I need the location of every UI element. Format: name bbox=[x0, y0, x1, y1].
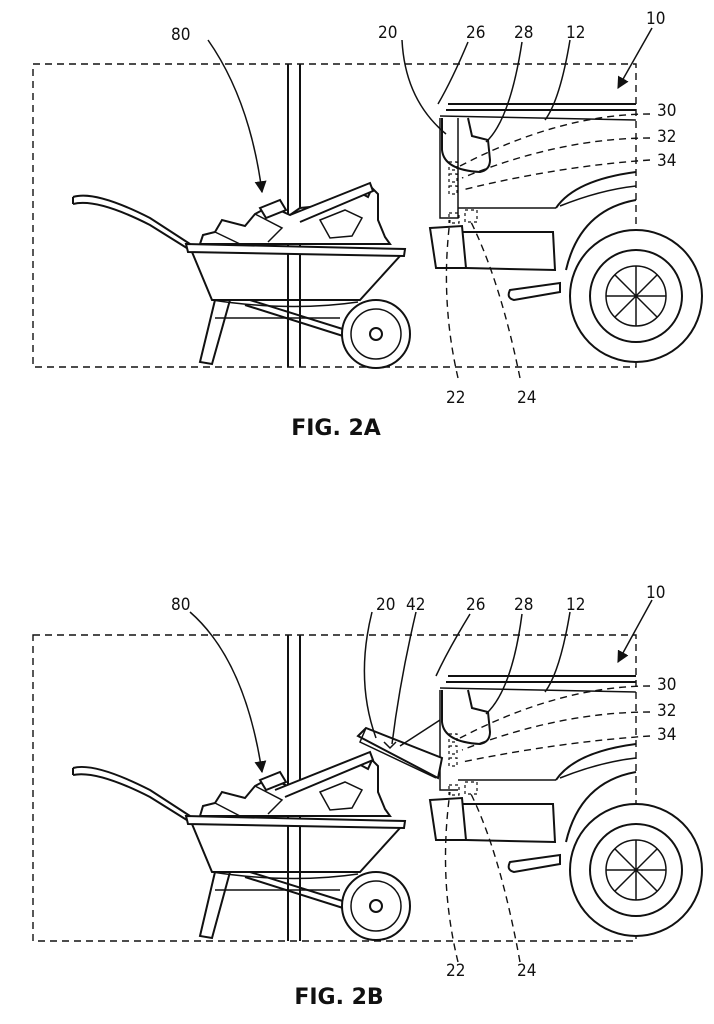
pickup-truck bbox=[428, 103, 703, 363]
ref-label-22: 22 bbox=[446, 961, 465, 981]
ref-label-20: 20 bbox=[376, 595, 395, 615]
ref-label-24: 24 bbox=[517, 388, 536, 408]
ref-label-26: 26 bbox=[466, 595, 485, 615]
ref-label-34: 34 bbox=[657, 151, 676, 171]
ref-label-30: 30 bbox=[657, 101, 676, 121]
ref-label-10: 10 bbox=[646, 9, 665, 29]
ref-label-10: 10 bbox=[646, 583, 665, 603]
ref-label-34: 34 bbox=[657, 725, 676, 745]
ref-label-32: 32 bbox=[657, 127, 676, 147]
figure-frame bbox=[32, 63, 637, 368]
figure-2b: 80 20 42 26 28 12 10 30 32 34 22 24 FIG.… bbox=[32, 583, 703, 1010]
wheelbarrow bbox=[72, 181, 411, 369]
ref-label-80: 80 bbox=[171, 595, 190, 615]
ref-label-32: 32 bbox=[657, 701, 676, 721]
figure-caption: FIG. 2A bbox=[291, 416, 381, 441]
ref-label-28: 28 bbox=[514, 23, 533, 43]
tailgate-open bbox=[356, 726, 444, 780]
ref-label-80: 80 bbox=[171, 25, 190, 45]
ref-label-12: 12 bbox=[566, 23, 585, 43]
ref-label-28: 28 bbox=[514, 595, 533, 615]
pickup-truck bbox=[356, 675, 703, 937]
figure-caption: FIG. 2B bbox=[294, 985, 383, 1010]
wheelbarrow bbox=[72, 750, 411, 941]
ref-label-26: 26 bbox=[466, 23, 485, 43]
ref-label-20: 20 bbox=[378, 23, 397, 43]
figure-frame bbox=[32, 634, 637, 942]
ref-label-30: 30 bbox=[657, 675, 676, 695]
ref-label-24: 24 bbox=[517, 961, 536, 981]
ref-label-22: 22 bbox=[446, 388, 465, 408]
ref-label-12: 12 bbox=[566, 595, 585, 615]
ref-label-42: 42 bbox=[406, 595, 425, 615]
figure-2a: 80 20 26 28 12 10 30 32 34 22 24 FIG. 2A bbox=[32, 9, 703, 441]
